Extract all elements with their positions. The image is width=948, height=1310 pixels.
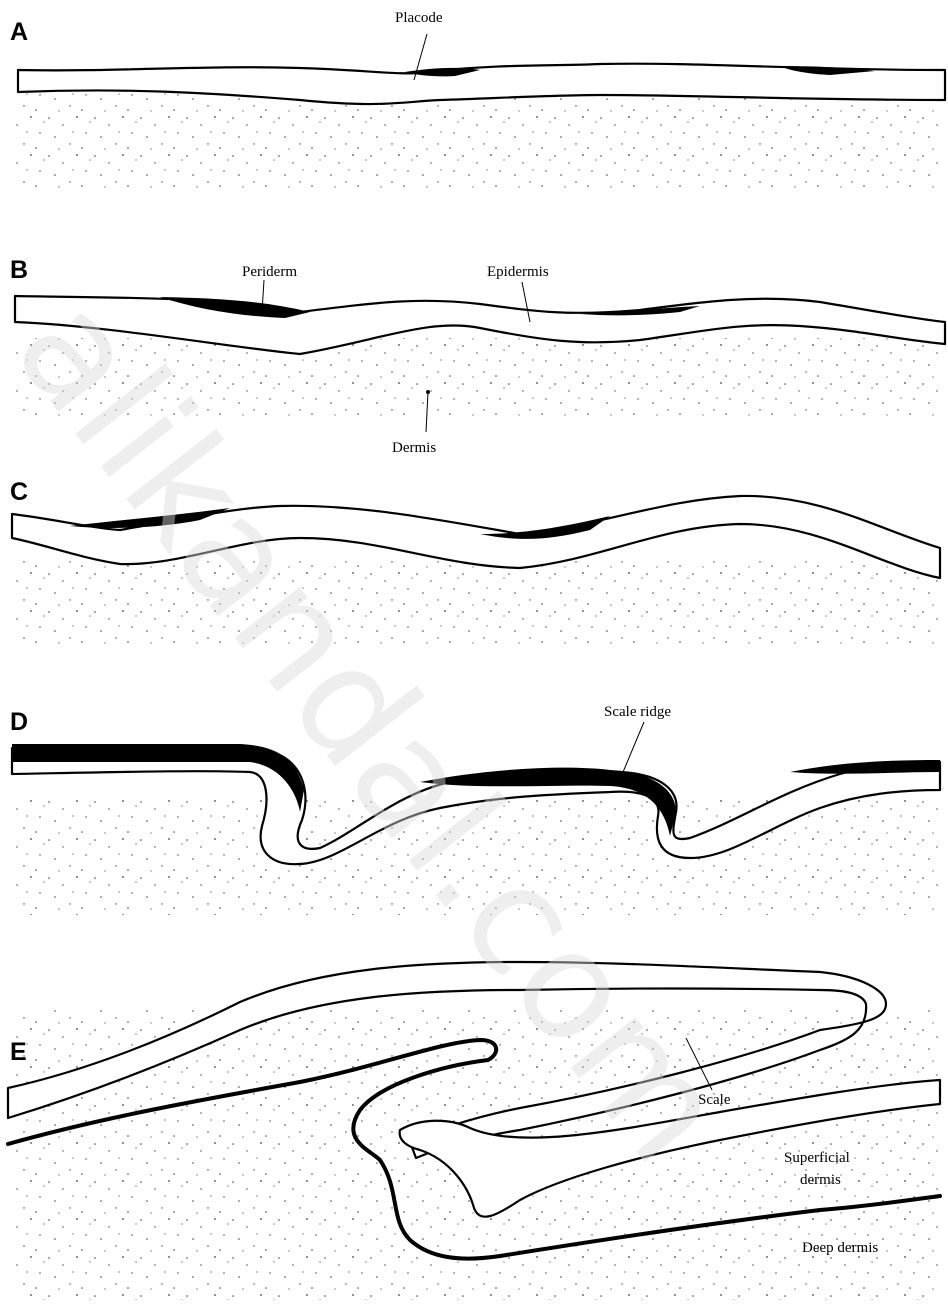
- dermis-label: Dermis: [392, 440, 436, 456]
- deep-dermis-label: Deep dermis: [802, 1240, 878, 1256]
- superficial-dermis-label-line2: dermis: [800, 1172, 841, 1188]
- superficial-dermis-label-line1: Superficial: [784, 1150, 850, 1166]
- dermis-marker: [426, 390, 430, 394]
- panel-a-letter: A: [10, 18, 28, 46]
- panel-d-letter: D: [10, 708, 28, 736]
- panel-e: E Scale Superficial dermis Deep dermis: [8, 962, 943, 1300]
- epidermis-label: Epidermis: [487, 264, 549, 280]
- panel-c-letter: C: [10, 478, 28, 506]
- placode-label: Placode: [395, 10, 443, 26]
- periderm: [790, 760, 940, 774]
- periderm-label: Periderm: [242, 264, 297, 280]
- panel-a: A Placode: [10, 10, 945, 192]
- scale-ridge-label: Scale ridge: [604, 704, 671, 720]
- dermis-stipple: [15, 92, 943, 192]
- panel-b-letter: B: [10, 256, 28, 284]
